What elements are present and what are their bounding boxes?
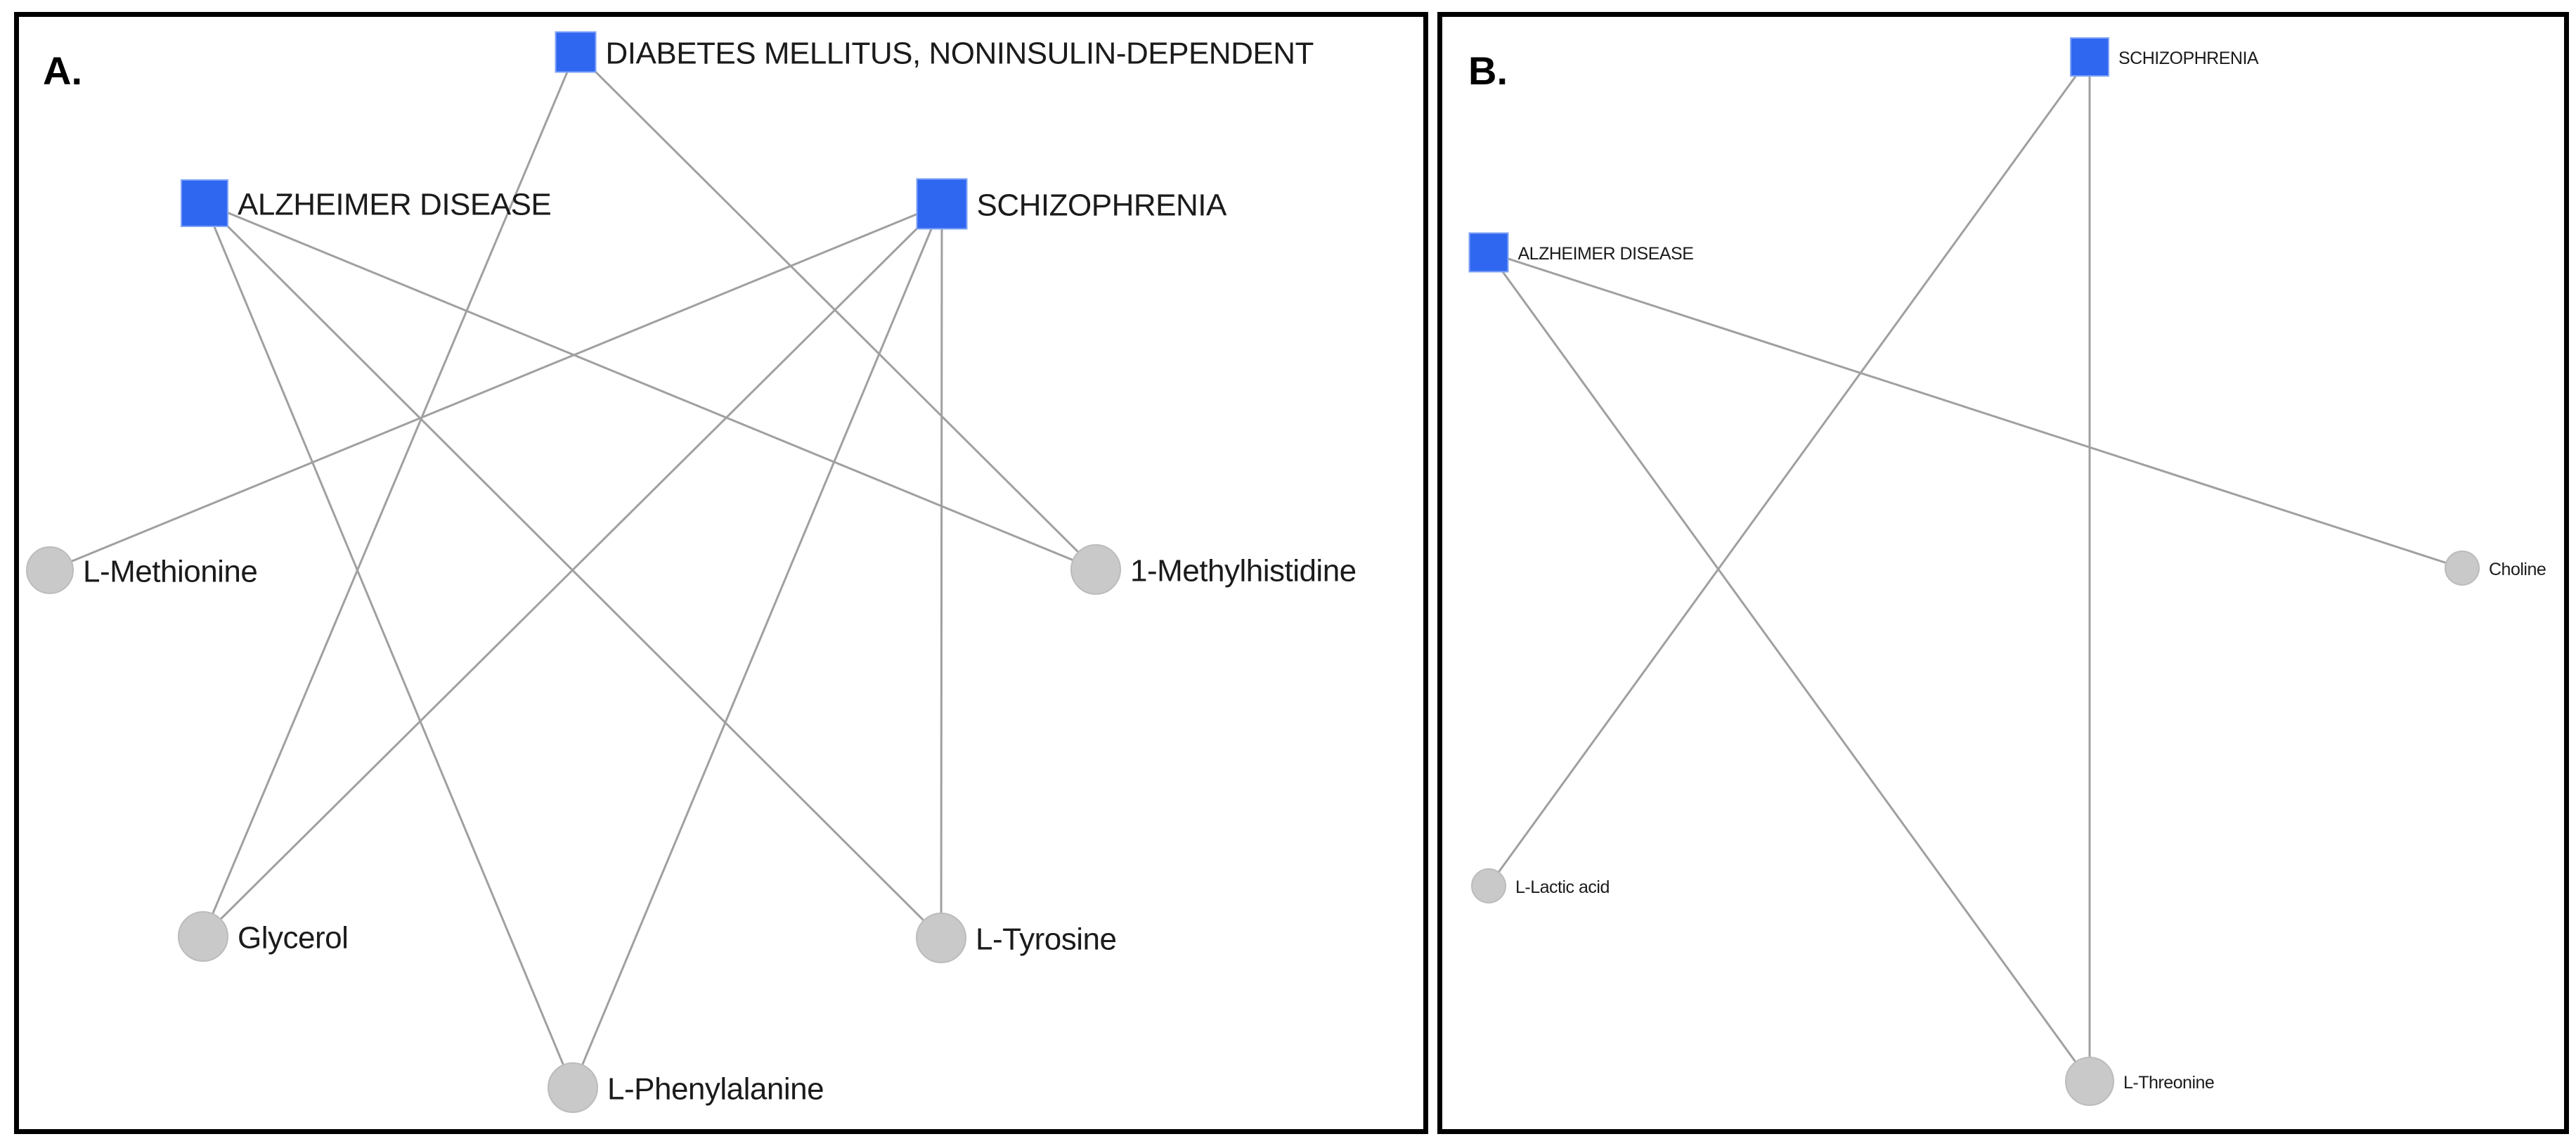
node-diabetes[interactable] [555, 31, 597, 73]
edge-diabetes-glycerol [202, 51, 577, 937]
panel-a: A. DIABETES MELLITUS, NONINSULIN-DEPENDE… [14, 12, 1428, 1134]
node-schizophrenia[interactable] [916, 178, 968, 230]
node-label-1-methylhistidine: 1-Methylhistidine [1130, 554, 1357, 588]
node-label-l-tyrosine: L-Tyrosine [976, 922, 1116, 957]
network-graph-b: B. SCHIZOPHRENIA ALZHEIMER DISEASE Choline… [1468, 37, 2546, 1106]
node-label-l-threonine: L-Threonine [2123, 1073, 2214, 1093]
node-label-diabetes: DIABETES MELLITUS, NONINSULIN-DEPENDENT [606, 37, 1314, 71]
node-l-threonine[interactable] [2065, 1057, 2114, 1106]
edge-schizophrenia-b-l-lactic-acid [1487, 56, 2091, 887]
node-glycerol[interactable] [178, 911, 228, 962]
edge-schizophrenia-glycerol [202, 202, 943, 938]
node-label-alzheimer-b: ALZHEIMER DISEASE [1518, 244, 1694, 264]
node-label-l-lactic-acid: L-Lactic acid [1515, 877, 1610, 897]
node-label-alzheimer: ALZHEIMER DISEASE [238, 188, 551, 222]
node-l-phenylalanine[interactable] [548, 1062, 598, 1113]
panel-letter-a: A. [43, 49, 82, 93]
node-label-glycerol: Glycerol [238, 921, 348, 955]
node-label-schizophrenia: SCHIZOPHRENIA [977, 188, 1227, 223]
edge-schizophrenia-l-tyrosine [940, 203, 943, 939]
edge-schizophrenia-l-phenylalanine [571, 203, 943, 1088]
node-alzheimer-b[interactable] [1468, 232, 1509, 273]
network-graph-a: A. DIABETES MELLITUS, NONINSULIN-DEPENDE… [26, 31, 1357, 1113]
node-1-methylhistidine[interactable] [1070, 544, 1121, 595]
node-choline[interactable] [2445, 551, 2480, 586]
node-l-methionine[interactable] [26, 546, 74, 594]
node-label-schizophrenia-b: SCHIZOPHRENIA [2118, 49, 2259, 68]
edge-alzheimer-b-choline [1488, 251, 2463, 569]
node-label-choline: Choline [2489, 560, 2546, 579]
node-schizophrenia-b[interactable] [2070, 37, 2109, 77]
edge-alzheimer-1-methylhistidine [204, 202, 1096, 571]
edge-diabetes-1-methylhistidine [574, 51, 1097, 571]
node-alzheimer[interactable] [181, 179, 228, 227]
node-l-lactic-acid[interactable] [1471, 868, 1506, 903]
panel-letter-b: B. [1468, 49, 1508, 93]
node-l-tyrosine[interactable] [916, 913, 966, 963]
edge-alzheimer-l-phenylalanine [203, 202, 574, 1088]
node-label-l-phenylalanine: L-Phenylalanine [607, 1072, 824, 1107]
edge-alzheimer-b-l-threonine [1487, 252, 2091, 1082]
panel-b: B. SCHIZOPHRENIA ALZHEIMER DISEASE Choline… [1437, 12, 2569, 1134]
node-label-l-methionine: L-Methionine [83, 555, 257, 589]
edge-schizophrenia-l-methionine [49, 202, 943, 572]
